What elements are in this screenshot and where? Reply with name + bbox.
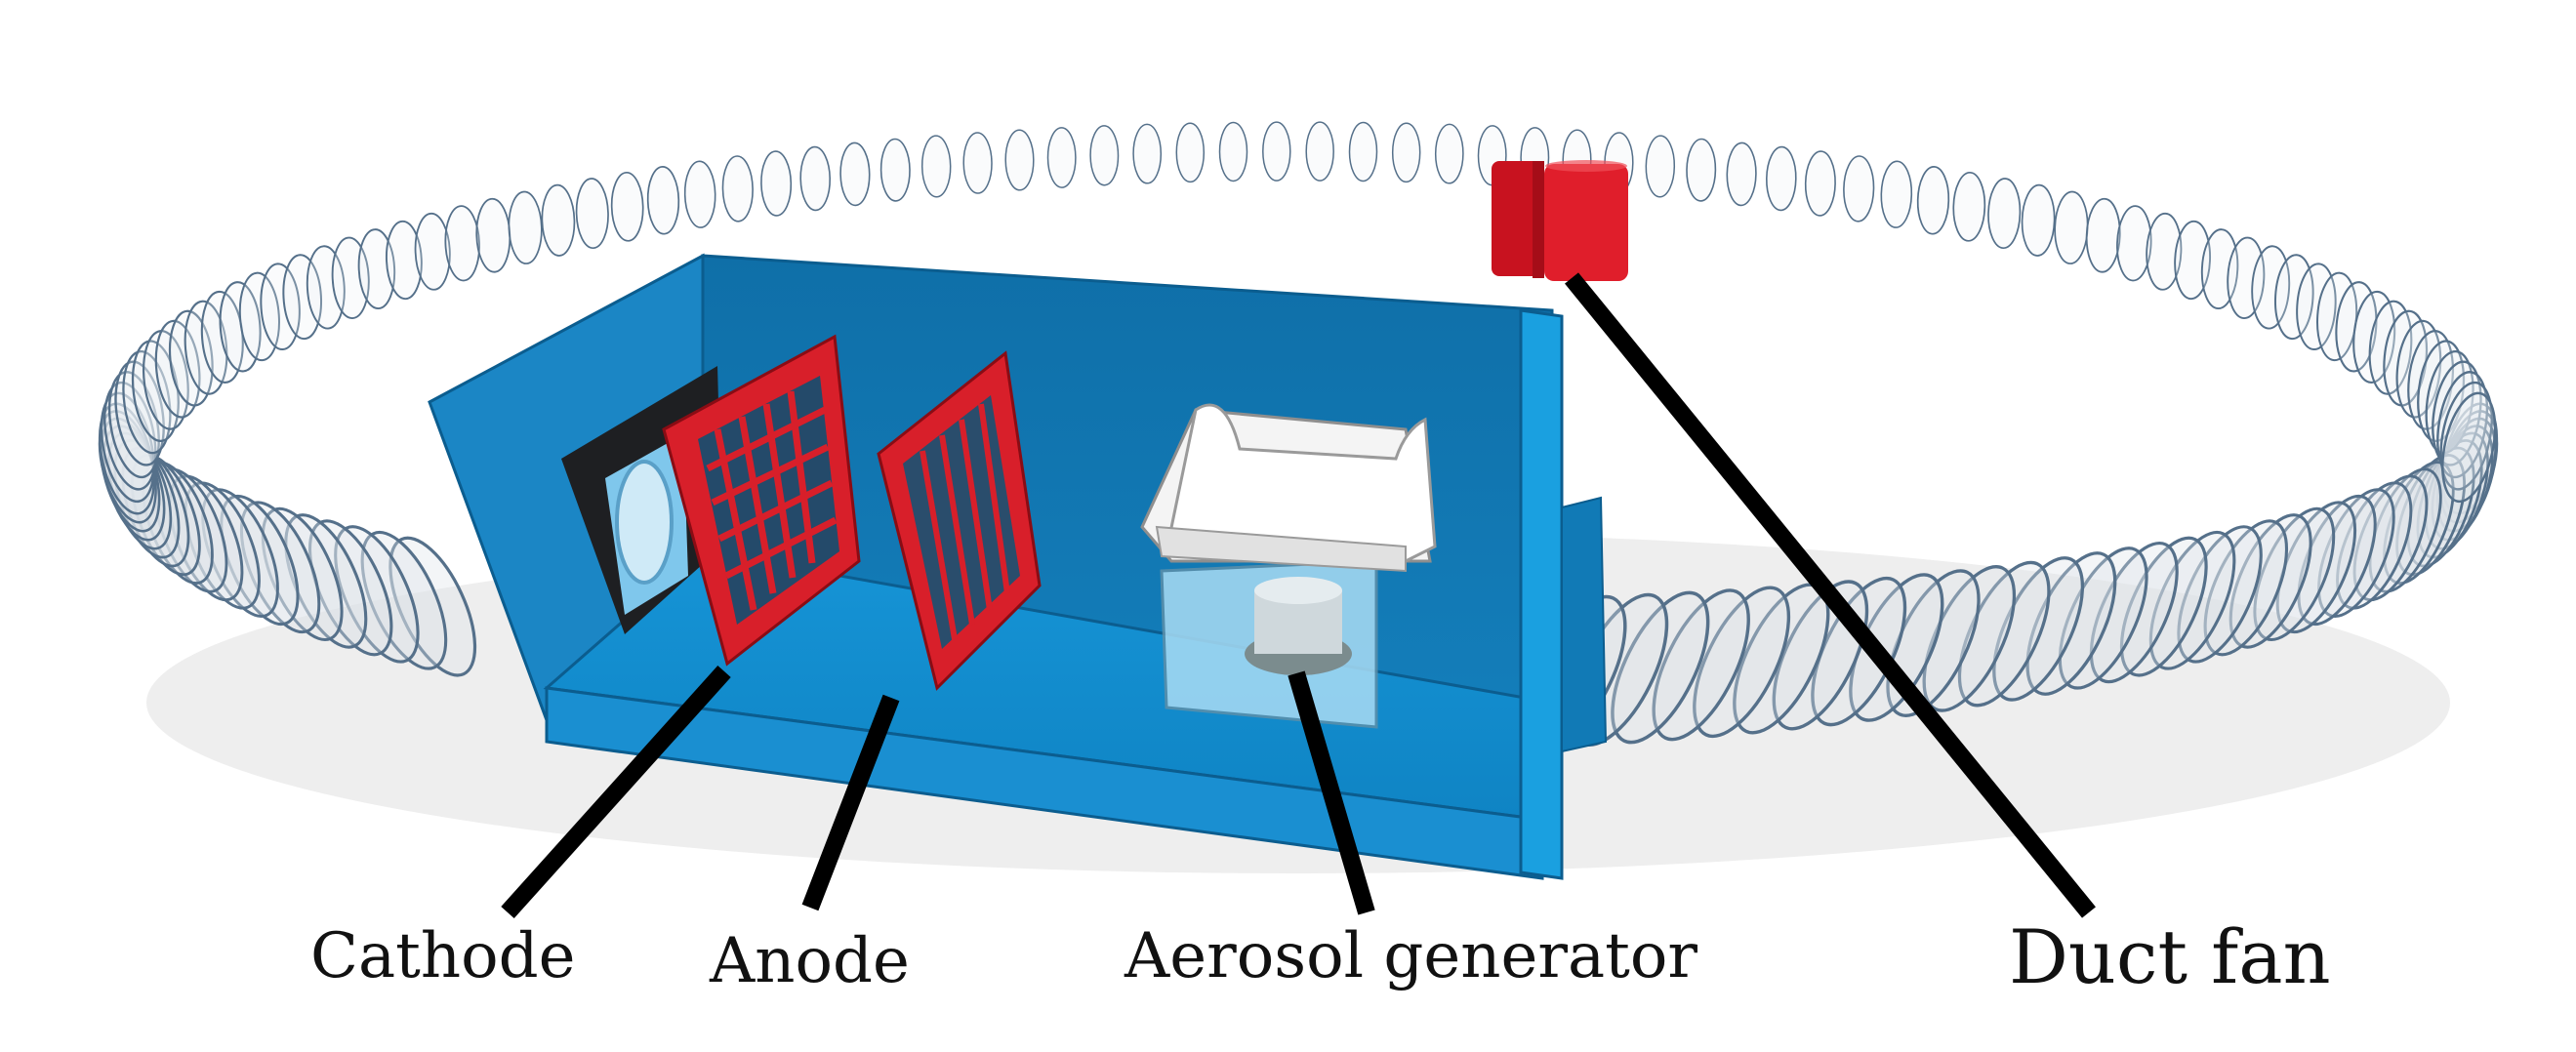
aerosol-generator-label: Aerosol generator — [1124, 920, 1697, 992]
hose-ring — [357, 228, 396, 310]
hose-ring — [879, 138, 911, 202]
duct-hose-icon — [98, 121, 2499, 751]
anode-leader-line — [801, 694, 900, 911]
hose-ring — [1726, 142, 1757, 207]
hose-ring — [260, 263, 301, 351]
hose-ring — [2116, 205, 2152, 282]
hose-ring — [1611, 590, 1710, 745]
hose-ring — [103, 381, 157, 491]
hose-ring — [1391, 122, 1421, 183]
hose-ring — [414, 212, 451, 291]
hose-ring — [122, 349, 172, 455]
hose-ring — [475, 197, 511, 273]
hose-ring — [2227, 236, 2266, 320]
hose-ring — [184, 300, 228, 395]
hose-ring — [1765, 145, 1797, 212]
hose-ring — [2177, 525, 2263, 664]
hose-ring — [334, 525, 420, 664]
cathode-grid-icon — [662, 334, 861, 667]
hose-ring — [1218, 121, 1248, 182]
hose-ring — [541, 183, 576, 257]
hose-ring — [1089, 125, 1120, 186]
hose-ring — [2054, 190, 2089, 264]
duct-fan-icon — [1492, 160, 1628, 281]
hose-ring — [610, 171, 644, 242]
hose-ring — [444, 205, 480, 282]
hose-ring — [2436, 371, 2489, 479]
hose-ring — [1046, 127, 1077, 188]
hose-ring — [2441, 391, 2497, 504]
hose-ring — [2251, 245, 2291, 330]
hose-ring — [721, 155, 754, 223]
aerosol-generator-icon — [1140, 403, 1437, 729]
hose-ring — [1645, 135, 1676, 198]
hose-ring — [388, 536, 477, 677]
hose-ring — [154, 319, 201, 419]
hose-ring — [962, 132, 993, 194]
hose-ring — [1262, 121, 1291, 182]
hose-ring — [508, 190, 543, 264]
hose-ring — [1175, 122, 1206, 183]
hose-ring — [799, 145, 832, 212]
hose-ring — [1004, 129, 1035, 191]
hose-ring — [646, 166, 680, 235]
leader-lines — [501, 272, 2096, 919]
hose-ring — [1952, 171, 1986, 242]
cathode-label: Cathode — [310, 920, 576, 992]
hose-ring — [1434, 123, 1464, 184]
hose-ring — [1992, 556, 2085, 702]
hose-ring — [2439, 381, 2493, 491]
hose-ring — [143, 330, 189, 430]
hose-ring — [1348, 121, 1378, 182]
hose-ring — [1987, 178, 2022, 250]
hose-ring — [114, 360, 165, 466]
anode-grid-icon — [877, 350, 1042, 691]
hose-ring — [2368, 300, 2413, 395]
hose-ring — [385, 220, 423, 301]
hose-ring — [1916, 166, 1950, 235]
hose-ring — [1843, 155, 1875, 223]
ductfan-leader-line — [1565, 272, 2096, 918]
hose-ring — [1305, 121, 1334, 182]
hose-ring — [282, 254, 323, 341]
hose-ring — [1880, 160, 1913, 228]
hose-ring — [920, 135, 952, 198]
hose-ring — [1686, 138, 1717, 202]
anode-label: Anode — [710, 925, 910, 997]
hose-ring — [239, 501, 321, 634]
hose-ring — [2174, 220, 2212, 301]
hose-ring — [131, 454, 201, 577]
hose-ring — [1804, 150, 1836, 217]
hose-ring — [306, 245, 346, 330]
hose-ring — [360, 530, 448, 670]
hose-ring — [2089, 541, 2179, 684]
duct-fan-label: Duct fan — [2009, 913, 2331, 1000]
hose-ring — [2148, 530, 2236, 670]
hose-ring — [2146, 212, 2183, 291]
hose-ring — [1957, 560, 2051, 708]
hose-ring — [2025, 551, 2117, 696]
hose-ring — [760, 150, 793, 217]
hose-ring — [2119, 536, 2208, 677]
hose-ring — [2085, 197, 2121, 273]
hose-ring — [2021, 183, 2056, 257]
hose-ring — [1652, 588, 1750, 742]
hose-ring — [575, 178, 609, 250]
cathode-leader-line — [501, 665, 731, 919]
hose-ring — [2058, 546, 2148, 690]
hose-ring — [1132, 123, 1163, 184]
hose-ring — [683, 160, 716, 228]
hose-ring — [839, 142, 871, 207]
hose-ring — [2395, 454, 2466, 577]
hose-ring — [2335, 281, 2378, 373]
aerosol-leader-line — [1288, 670, 1375, 915]
